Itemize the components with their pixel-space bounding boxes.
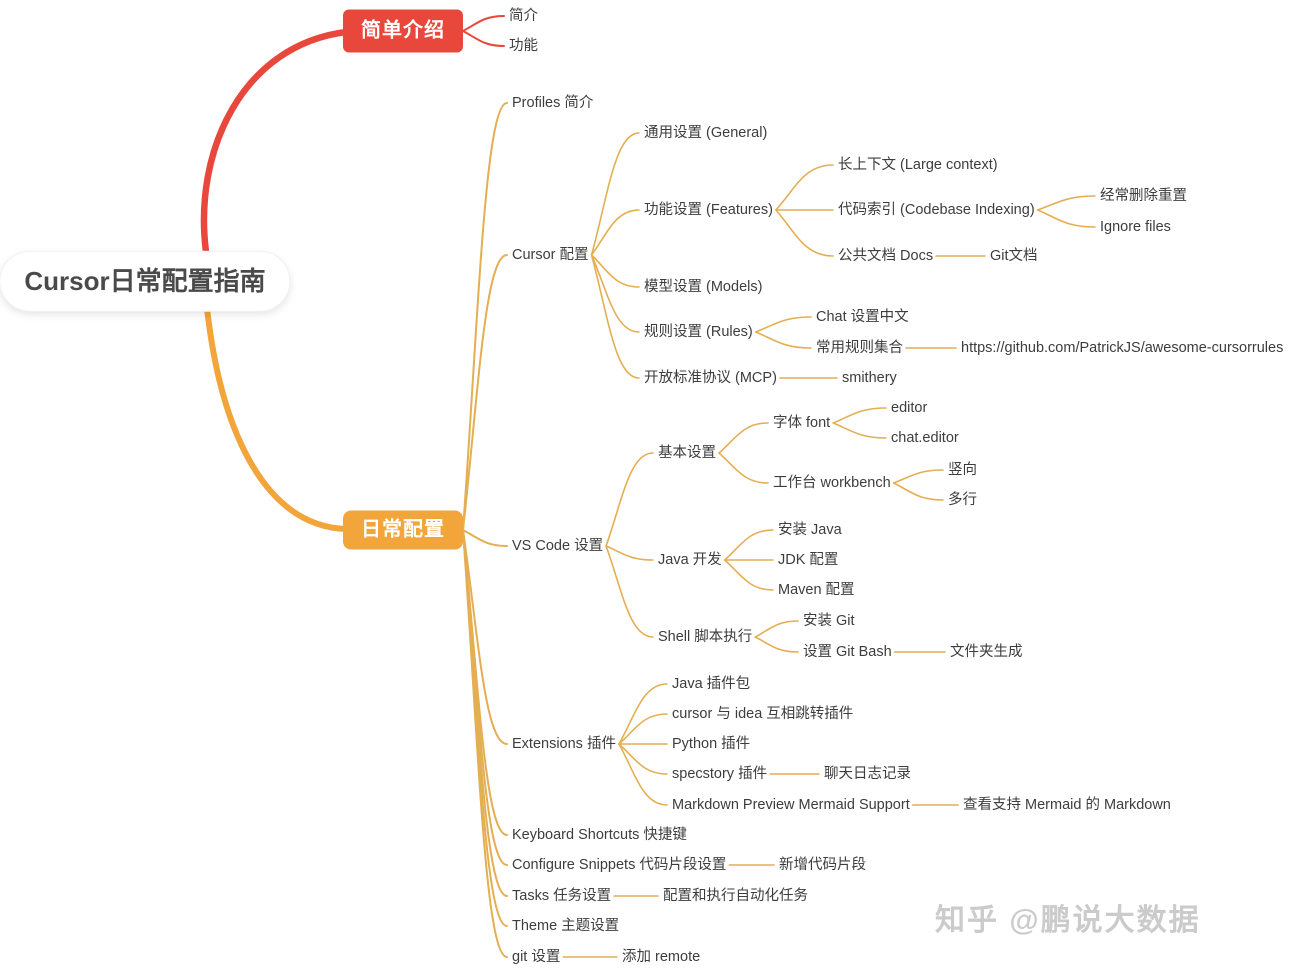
edge-gongneng (462, 30, 505, 47)
edge-docs (775, 209, 834, 257)
mindmap-node-chatlog[interactable]: 聊天日志记录 (824, 765, 911, 782)
mindmap-node-mcp[interactable]: 开放标准协议 (MCP) (644, 369, 777, 386)
edge-jianjie (462, 15, 505, 32)
mindmap-node-vscode[interactable]: VS Code 设置 (512, 537, 604, 554)
edge-kbd (462, 529, 508, 836)
mindmap-node-reset[interactable]: 经常删除重置 (1100, 187, 1187, 204)
mindmap-node-ignore[interactable]: Ignore files (1100, 218, 1171, 235)
mindmap-node-url[interactable]: https://github.com/PatrickJS/awesome-cur… (961, 339, 1284, 356)
mindmap-node-font[interactable]: 字体 font (773, 414, 831, 431)
mindmap-node-chatcn[interactable]: Chat 设置中文 (816, 308, 909, 325)
mindmap-node-installjava[interactable]: 安装 Java (778, 521, 842, 538)
edge-ext (462, 529, 508, 745)
edge-javapack (618, 683, 668, 745)
mindmap-node-addsnippet[interactable]: 新增代码片段 (779, 856, 866, 873)
mindmap-node-installgit[interactable]: 安装 Git (803, 612, 855, 629)
edge-installjava (723, 529, 774, 561)
edge-rulesets (754, 331, 812, 349)
edge-chateditor (832, 422, 887, 439)
mindmap-node-mermaid[interactable]: Markdown Preview Mermaid Support (672, 796, 910, 813)
mindmap-node-rules[interactable]: 规则设置 (Rules) (644, 323, 753, 340)
mindmap-node-specstory[interactable]: specstory 插件 (672, 765, 768, 782)
edge-mermaid (618, 743, 668, 806)
mindmap-node-editor[interactable]: editor (891, 399, 928, 416)
mindmap-node-workbench[interactable]: 工作台 workbench (773, 474, 891, 491)
edge-gitcfg (462, 529, 508, 958)
edge-multiline (892, 482, 944, 501)
mindmap-node-chateditor[interactable]: chat.editor (891, 429, 959, 446)
edge-shell (605, 545, 654, 638)
mindmap-node-shell[interactable]: Shell 脚本执行 (658, 628, 753, 645)
mindmap-node-ext[interactable]: Extensions 插件 (512, 735, 616, 752)
mindmap-node-smithery[interactable]: smithery (842, 369, 897, 386)
mindmap-node-multiline[interactable]: 多行 (948, 491, 977, 508)
mindmap-node-javadev[interactable]: Java 开发 (658, 551, 722, 568)
branch-edge-intro (200, 28, 350, 256)
edge-font (718, 422, 769, 454)
edge-reset (1036, 195, 1096, 211)
edge-basic (605, 452, 654, 547)
edge-general (590, 132, 640, 256)
mindmap-node-largectx[interactable]: 长上下文 (Large context) (838, 156, 998, 173)
edge-largectx (775, 164, 834, 211)
mindmap-node-python[interactable]: Python 插件 (672, 735, 751, 752)
mindmap-node-maven[interactable]: Maven 配置 (778, 581, 855, 598)
mindmap-node-codebase[interactable]: 代码索引 (Codebase Indexing) (838, 201, 1035, 218)
mindmap-node-daily[interactable]: 日常配置 (343, 510, 463, 550)
mindmap-node-kbd[interactable]: Keyboard Shortcuts 快捷键 (512, 826, 687, 843)
watermark: 知乎 @鹏说大数据 (935, 904, 1201, 937)
edge-javadev (605, 545, 654, 561)
edge-chatcn (754, 316, 812, 333)
edge-editor (832, 407, 887, 424)
edge-maven (723, 559, 774, 591)
mindmap-node-jianjie[interactable]: 简介 (509, 7, 538, 24)
mindmap-node-gongneng[interactable]: 功能 (509, 37, 538, 54)
mindmap-node-docs[interactable]: 公共文档 Docs (838, 247, 934, 264)
edge-ignore (1036, 209, 1096, 228)
mindmap-node-foldergen[interactable]: 文件夹生成 (950, 643, 1023, 660)
mindmap-node-tasks[interactable]: Tasks 任务设置 (512, 887, 612, 904)
mindmap-node-autotasks[interactable]: 配置和执行自动化任务 (663, 887, 808, 904)
edge-vertical (892, 469, 944, 484)
mindmap-node-jump[interactable]: cursor 与 idea 互相跳转插件 (672, 705, 854, 722)
mindmap-node-rulesets[interactable]: 常用规则集合 (816, 339, 903, 356)
edge-features (590, 209, 640, 256)
mindmap-node-vertical[interactable]: 竖向 (948, 461, 977, 478)
edge-specstory (618, 743, 668, 775)
mindmap-node-profiles[interactable]: Profiles 简介 (512, 94, 594, 111)
mindmap-node-snip[interactable]: Configure Snippets 代码片段设置 (512, 856, 727, 873)
edge-workbench (718, 452, 769, 484)
mindmap-node-mermaidview[interactable]: 查看支持 Mermaid 的 Markdown (963, 796, 1171, 813)
edge-gitbash (754, 636, 799, 653)
edge-profiles (462, 102, 508, 531)
edge-cursorcfg (462, 254, 508, 531)
mindmap-node-gitdocs[interactable]: Git文档 (990, 247, 1038, 264)
mindmap-node-addremote[interactable]: 添加 remote (622, 948, 701, 965)
mindmap-node-gitbash[interactable]: 设置 Git Bash (803, 643, 892, 660)
edge-installgit (754, 620, 799, 638)
mindmap-node-features[interactable]: 功能设置 (Features) (644, 201, 773, 218)
edge-models (590, 254, 640, 288)
edge-jump (618, 713, 668, 745)
edge-snip (462, 529, 508, 866)
mindmap-node-root[interactable]: Cursor日常配置指南 (0, 250, 291, 312)
mindmap-node-intro[interactable]: 简单介绍 (343, 9, 463, 53)
mindmap-node-cursorcfg[interactable]: Cursor 配置 (512, 246, 589, 263)
mindmap-node-javapack[interactable]: Java 插件包 (672, 675, 751, 692)
branch-edge-daily (204, 305, 349, 532)
mindmap-node-gitcfg[interactable]: git 设置 (512, 948, 561, 965)
mindmap-node-general[interactable]: 通用设置 (General) (644, 124, 768, 141)
mindmap-node-basic[interactable]: 基本设置 (658, 444, 716, 461)
mindmap-node-jdk[interactable]: JDK 配置 (778, 551, 839, 568)
edge-vscode (462, 529, 508, 547)
edge-mcp (590, 254, 640, 379)
mindmap-node-models[interactable]: 模型设置 (Models) (644, 278, 763, 295)
mindmap-node-theme[interactable]: Theme 主题设置 (512, 917, 620, 934)
edge-rules (590, 254, 640, 333)
edge-tasks (462, 529, 508, 897)
edge-theme (462, 529, 508, 927)
